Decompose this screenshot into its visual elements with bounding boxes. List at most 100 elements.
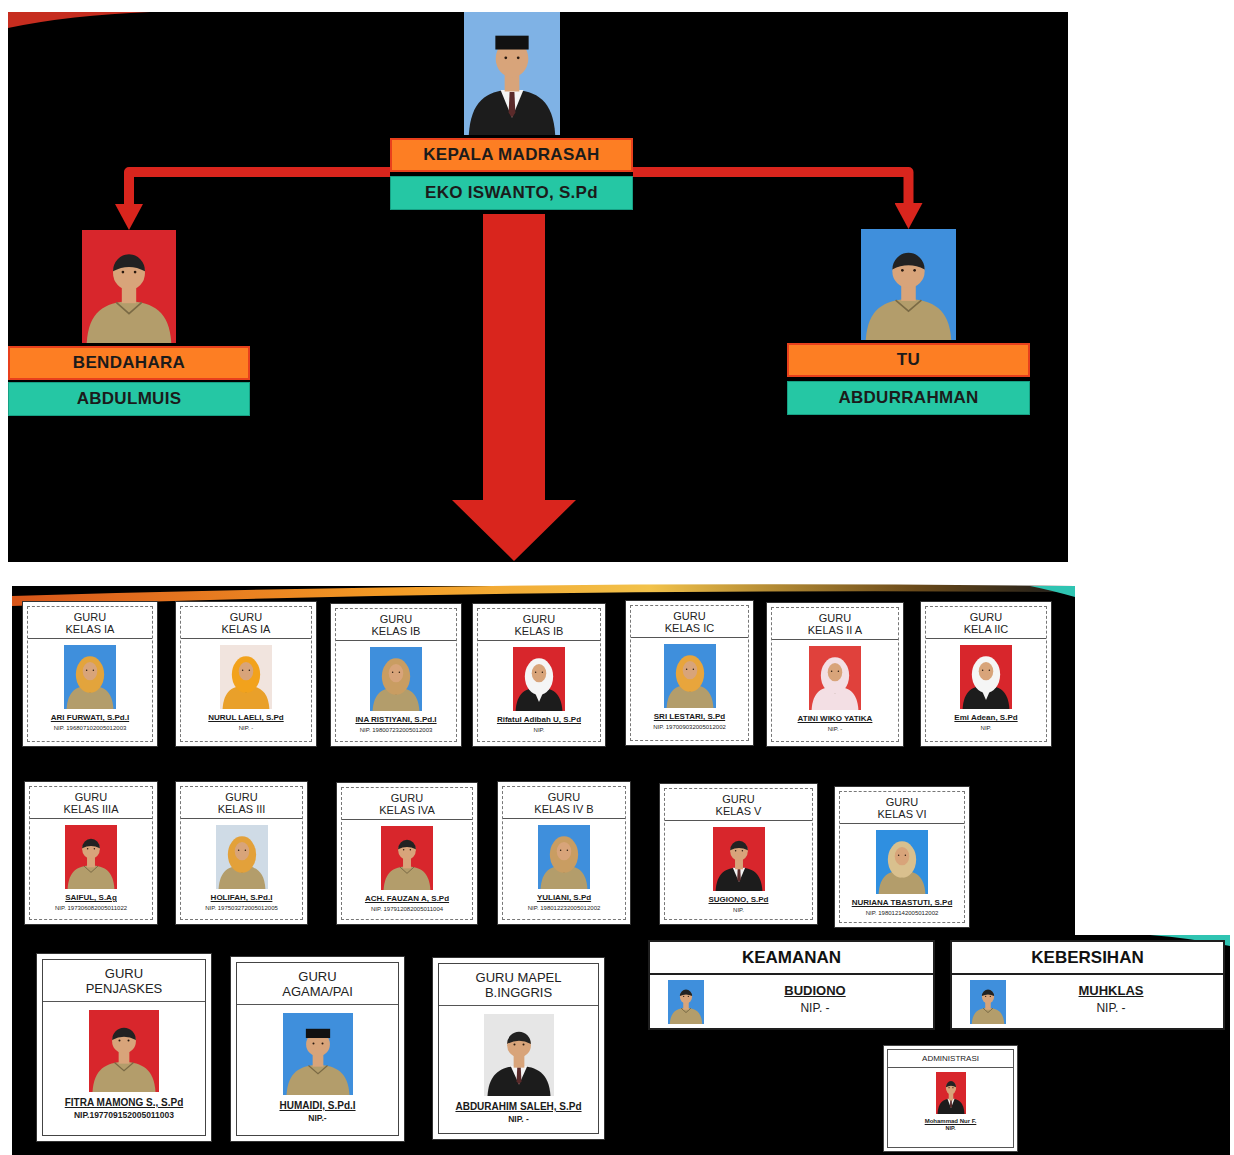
card-header: GURU KELAS VI [840, 792, 964, 824]
body-shape [937, 1098, 964, 1114]
nip-number: NIP. [665, 906, 812, 914]
photo-backdrop [89, 1010, 159, 1092]
photo-backdrop [82, 230, 176, 343]
teacher-card: GURU KELAS IBRifatul Adibah U, S.PdNIP. [472, 603, 606, 747]
face-shape [730, 842, 748, 861]
shirt-collar [510, 1066, 527, 1084]
photo-frame [8, 230, 250, 346]
photo-backdrop [809, 646, 861, 710]
photo-backdrop [861, 229, 956, 340]
hijab-shape [821, 657, 849, 693]
hair-shape [507, 1032, 531, 1044]
portrait-photo [960, 645, 1012, 709]
teacher-card: GURU KELAS IIIASAIFUL, S.AgNIP. 19730608… [24, 781, 158, 925]
staff-name: SAIFUL, S.Ag [30, 893, 152, 903]
bottom-panel [12, 586, 1075, 1155]
staff-name: HUMAIDI, S.Pd.I [237, 1100, 398, 1112]
photo-frame [336, 647, 456, 711]
eye-dot [985, 996, 986, 997]
shirt-collar [500, 90, 523, 118]
body-shape [866, 299, 952, 340]
body-shape [487, 1066, 550, 1096]
teacher-card: GURU KELAS IBINA RISTIYANI, S.Pd.INIP. 1… [330, 603, 462, 747]
photo-frame [237, 1013, 398, 1095]
face-shape [389, 664, 403, 682]
card-header: GURU KELAS IC [631, 606, 748, 638]
photo-frame [772, 646, 898, 710]
eye-dot [952, 1087, 953, 1088]
photo-frame [30, 825, 152, 889]
role-box: BENDAHARA [8, 230, 250, 380]
hair-shape [82, 839, 100, 849]
photo-frame [43, 1010, 205, 1092]
card-header: KEAMANAN [650, 942, 933, 975]
nip-number: NIP. 197912082005011004 [342, 905, 472, 913]
face-shape [982, 990, 994, 1003]
photo-backdrop [370, 647, 422, 711]
eye-dot [838, 671, 839, 672]
eye-dot [982, 670, 983, 671]
photo-backdrop [713, 827, 765, 891]
eye-dot [535, 672, 536, 673]
body-shape [715, 867, 762, 891]
nip-number: NIP. - [439, 1114, 598, 1125]
photo-frame [668, 980, 704, 1024]
photo-frame [503, 825, 625, 889]
portrait-photo [216, 825, 268, 889]
nip-number: NIP. 198012142005012002 [840, 909, 964, 917]
eye-dot [516, 56, 519, 59]
card-heading: GURU KELAS V [706, 789, 772, 820]
eye-dot [948, 1087, 949, 1088]
face-shape [557, 842, 571, 860]
collar-line [896, 300, 922, 311]
eye-dot [831, 671, 832, 672]
hijab-shape [675, 655, 703, 691]
photo-frame [888, 1072, 1013, 1114]
eye-dot [567, 850, 568, 851]
staff-name: BUDIONO [650, 983, 933, 999]
photo-backdrop [960, 645, 1012, 709]
body-shape [286, 1065, 349, 1095]
photo-frame [181, 645, 311, 709]
staff-name: NURUL LAELI, S.Pd [181, 713, 311, 723]
photo-backdrop [65, 825, 117, 889]
photo-backdrop [664, 644, 716, 708]
nip-number: NIP. 196807102005012003 [28, 724, 152, 732]
photo-frame [28, 645, 152, 709]
nip-number: NIP.197709152005011003 [43, 1110, 205, 1121]
portrait-photo [970, 980, 1006, 1024]
tie-shape [516, 1067, 521, 1084]
card-header: GURU KELAS IB [336, 609, 456, 641]
teal-accent [1030, 586, 1075, 597]
photo-frame [478, 647, 600, 711]
staff-name: SRI LESTARI, S.Pd [631, 712, 748, 722]
reporting-arrow [633, 172, 909, 203]
photo-backdrop [220, 645, 272, 709]
card-header: GURU KELAS V [665, 789, 812, 821]
staff-name: SUGIONO, S.Pd [665, 895, 812, 905]
eye-dot [683, 996, 684, 997]
eye-dot [905, 855, 906, 856]
portrait-photo [664, 644, 716, 708]
card-header: GURU KELAS IV B [503, 787, 625, 819]
card-header: GURU KELAS IVA [342, 788, 472, 820]
staff-name: Rifatul Adibah U, S.Pd [478, 715, 600, 725]
photo-frame [342, 826, 472, 890]
face-shape [828, 663, 842, 681]
eye-dot [513, 1044, 515, 1046]
photo-frame [970, 980, 1006, 1024]
teacher-card: GURU KELAS IV BYULIANI, S.PdNIP. 1980122… [497, 781, 631, 925]
face-shape [82, 840, 100, 859]
card-header: GURU KELAS IIIA [30, 787, 152, 819]
card-heading: GURU KELAS IA [213, 607, 279, 638]
body-shape [384, 866, 431, 890]
face-shape [895, 847, 909, 865]
eye-dot [504, 56, 507, 59]
card-heading: GURU KELAS IVA [374, 788, 440, 819]
eye-dot [688, 996, 689, 997]
card-header: KEBERSIHAN [952, 942, 1223, 975]
eye-dot [542, 672, 543, 673]
portrait-photo [861, 229, 956, 340]
photo-backdrop [216, 825, 268, 889]
